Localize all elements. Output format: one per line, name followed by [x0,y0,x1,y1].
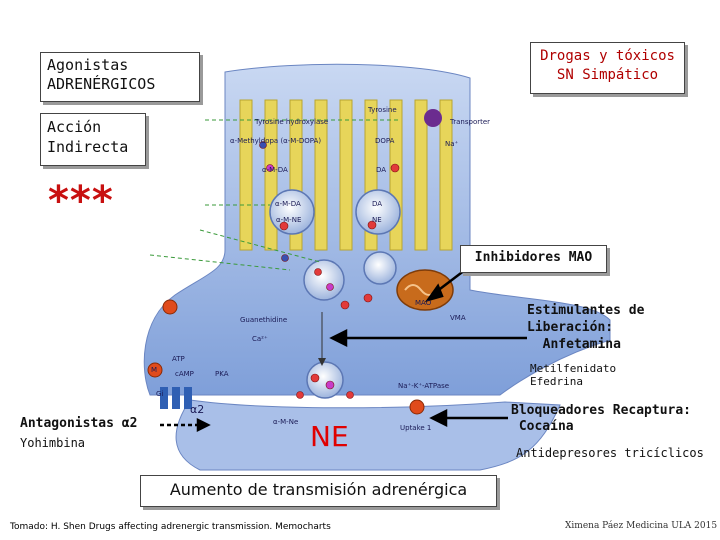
ne-label: NE [310,420,349,453]
source-credit: Tomado: H. Shen Drugs affecting adrenerg… [10,522,331,532]
metilfenidato-label: Metilfenidato Efedrina [530,362,617,388]
fig-da: DA [376,166,387,174]
antagonist-arrow [160,417,211,433]
antagonistas-label: Antagonistas α2 [20,416,138,431]
transporter-protein [424,109,442,127]
fig-guanethidine: Guanethidine [240,316,288,324]
neurotransmitter-dots [259,141,400,399]
fig-atpase: Na⁺-K⁺-ATPase [398,382,450,390]
fig-m: M [151,366,158,374]
receptors [147,299,425,415]
fig-vma: VMA [450,314,466,322]
fig-pka: PKA [215,370,229,378]
author-credit: Ximena Páez Medicina ULA 2015 [565,521,718,531]
yohimbina-label: Yohimbina [20,436,86,450]
fig-da-vesicle: DA [372,200,383,208]
fig-gi: Gi [156,390,164,398]
annotation-arrows [329,269,527,428]
fig-amda: α-M-DA [262,166,288,174]
antidepresores-label: Antidepresores tricíclicos [516,446,704,460]
pathway-arrows [149,119,400,271]
stars-mark: *** [48,178,114,224]
accion-indirecta-box: Acción Indirecta [40,113,146,166]
fig-amda-vesicle: α-M-DA [275,200,301,208]
fig-tyrosine-hydroxylase: Tyrosine hydroxylase [255,118,329,126]
fig-ca: Ca²⁺ [252,335,268,343]
fig-uptake: Uptake 1 [400,424,432,432]
fig-dopa: DOPA [375,137,395,145]
bloqueadores-label: Bloqueadores Recaptura: Cocaína [511,403,692,434]
estimulantes-label: Estimulantes de Liberación: Anfetamina [527,303,645,352]
inhibidores-mao-box: Inhibidores MAO [460,245,607,273]
fig-methyldopa: α-Methyldopa (α-M-DOPA) [230,137,322,145]
drogas-box: Drogas y tóxicos SN Simpático [530,42,685,94]
fig-camp: cAMP [175,370,194,378]
fig-na: Na⁺ [445,140,459,148]
fig-tyrosine: Tyrosine [368,106,397,114]
fig-mao: MAO [415,299,432,307]
fig-a2: α2 [190,403,205,416]
postsynaptic-membrane [175,399,561,471]
fig-amne: α-M-NE [276,216,302,224]
vesicles [269,189,401,399]
aumento-box: Aumento de transmisión adrenérgica [140,475,497,507]
agonistas-box: Agonistas ADRENÉRGICOS [40,52,200,102]
fig-atp: ATP [172,355,185,363]
fig-ne-small: NE [372,216,382,224]
mitochondrion [396,269,454,311]
fig-amne-cleft: α-M-Ne [273,418,299,426]
fig-transporter: Transporter [450,118,491,126]
